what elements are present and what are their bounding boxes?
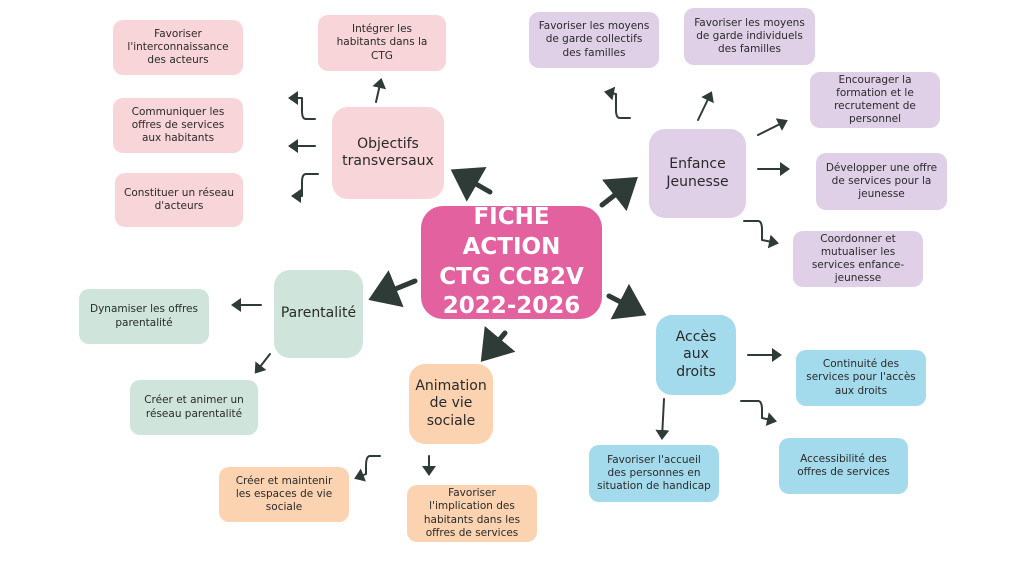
arrow-objectifs-2	[372, 78, 387, 103]
center-title-line-3: 2022-2026	[442, 293, 581, 320]
arrow-center-objectifs	[450, 167, 493, 202]
objectifs-item-2: Intégrer les habitants dans la CTG	[318, 15, 446, 71]
arrow-center-acces	[606, 283, 647, 320]
arrow-parentalite-2	[254, 353, 271, 374]
center-title-box: FICHE ACTION CTG CCB2V 2022-2026	[421, 203, 602, 320]
category-title: Accès aux droits	[675, 328, 717, 380]
arrow-acces-2	[655, 398, 670, 440]
arrow-acces-3	[740, 400, 777, 427]
arrow-enfance-3	[757, 118, 788, 136]
arrow-center-enfance	[599, 176, 638, 212]
arrow-animation-1	[354, 455, 381, 482]
enfance-item-5: Coordonner et mutualiser les services en…	[793, 231, 923, 287]
arrow-enfance-1	[604, 86, 631, 119]
arrow-center-animation	[480, 325, 516, 362]
enfance-item-1: Favoriser les moyens de garde collectifs…	[529, 12, 659, 68]
enfance-item-4: Développer une offre de services pour la…	[816, 153, 947, 210]
objectifs-item-4: Constituer un réseau d'acteurs	[115, 173, 243, 227]
category-acces-aux-droits: Accès aux droits	[656, 315, 736, 395]
category-title: Objectifs transversaux	[342, 135, 434, 170]
acces-item-3: Accessibilité des offres de services	[779, 438, 908, 494]
category-title: Parentalité	[280, 305, 357, 322]
arrow-enfance-5	[743, 220, 779, 249]
enfance-item-3: Encourager la formation et le recrutemen…	[810, 72, 940, 128]
animation-item-2: Favoriser l'implication des habitants da…	[407, 485, 537, 542]
parentalite-item-1: Dynamiser les offres parentalité	[79, 289, 209, 344]
objectifs-item-3: Communiquer les offres de services aux h…	[113, 98, 243, 153]
arrow-objectifs-4	[291, 173, 319, 203]
enfance-item-2: Favoriser les moyens de garde individuel…	[684, 8, 815, 65]
objectifs-item-1: Favoriser l'interconnaissance des acteur…	[113, 20, 243, 75]
acces-item-1: Continuité des services pour l'accès aux…	[796, 350, 926, 406]
arrow-center-parentalite	[368, 270, 418, 308]
center-title-line-2: CTG CCB2V	[439, 263, 584, 290]
category-title: Animation de vie sociale	[415, 377, 487, 429]
parentalite-item-2: Créer et animer un réseau parentalité	[130, 380, 258, 435]
category-animation-vie-sociale: Animation de vie sociale	[409, 364, 493, 444]
category-enfance-jeunesse: Enfance Jeunesse	[649, 129, 746, 218]
category-title: Enfance Jeunesse	[666, 156, 729, 190]
animation-item-1: Créer et maintenir les espaces de vie so…	[219, 467, 349, 522]
center-title-line-1: FICHE ACTION	[462, 203, 561, 260]
category-parentalite: Parentalité	[274, 270, 363, 358]
category-objectifs-transversaux: Objectifs transversaux	[332, 107, 444, 199]
arrow-objectifs-1	[288, 91, 316, 120]
arrow-enfance-2	[697, 91, 714, 121]
acces-item-2: Favoriser l'accueil des personnes en sit…	[589, 445, 719, 502]
